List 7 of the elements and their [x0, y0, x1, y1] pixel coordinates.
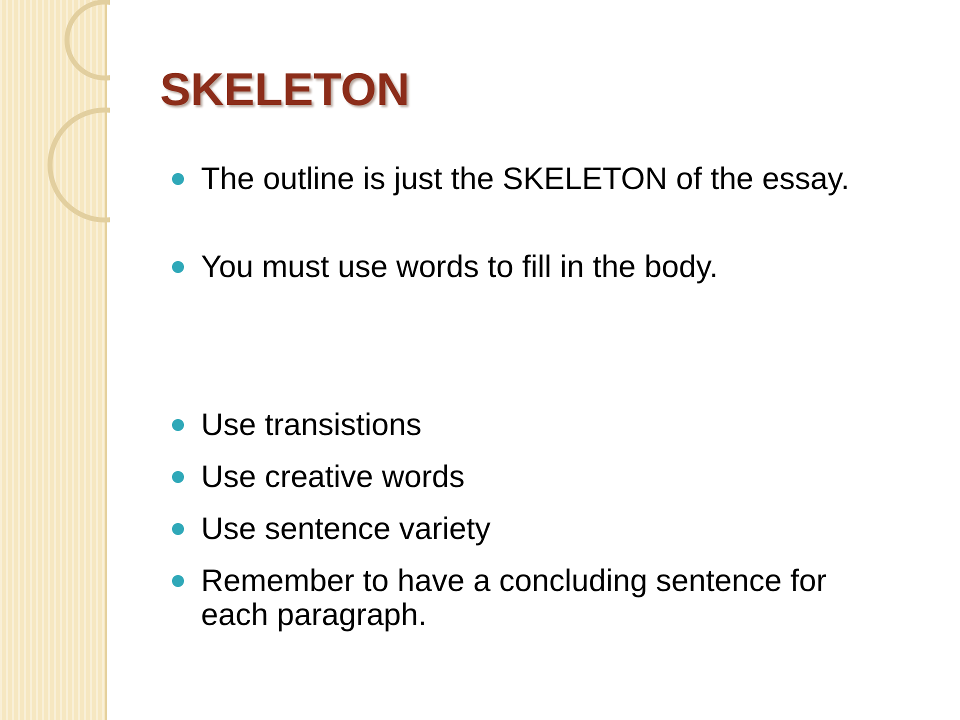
bullet-text: Use transistions [201, 408, 423, 442]
bullet-text: Remember to have a concluding sentence for each paragraph. [201, 564, 828, 632]
bullet-text: Use creative words [201, 460, 466, 494]
bullet-text: You must use words to fill in the body. [201, 250, 719, 284]
bullet-text: The outline is just the SKELETON of the essay. [201, 162, 850, 196]
slide-title: SKELETON [160, 62, 410, 116]
bullet-text: Use sentence variety [201, 512, 492, 546]
